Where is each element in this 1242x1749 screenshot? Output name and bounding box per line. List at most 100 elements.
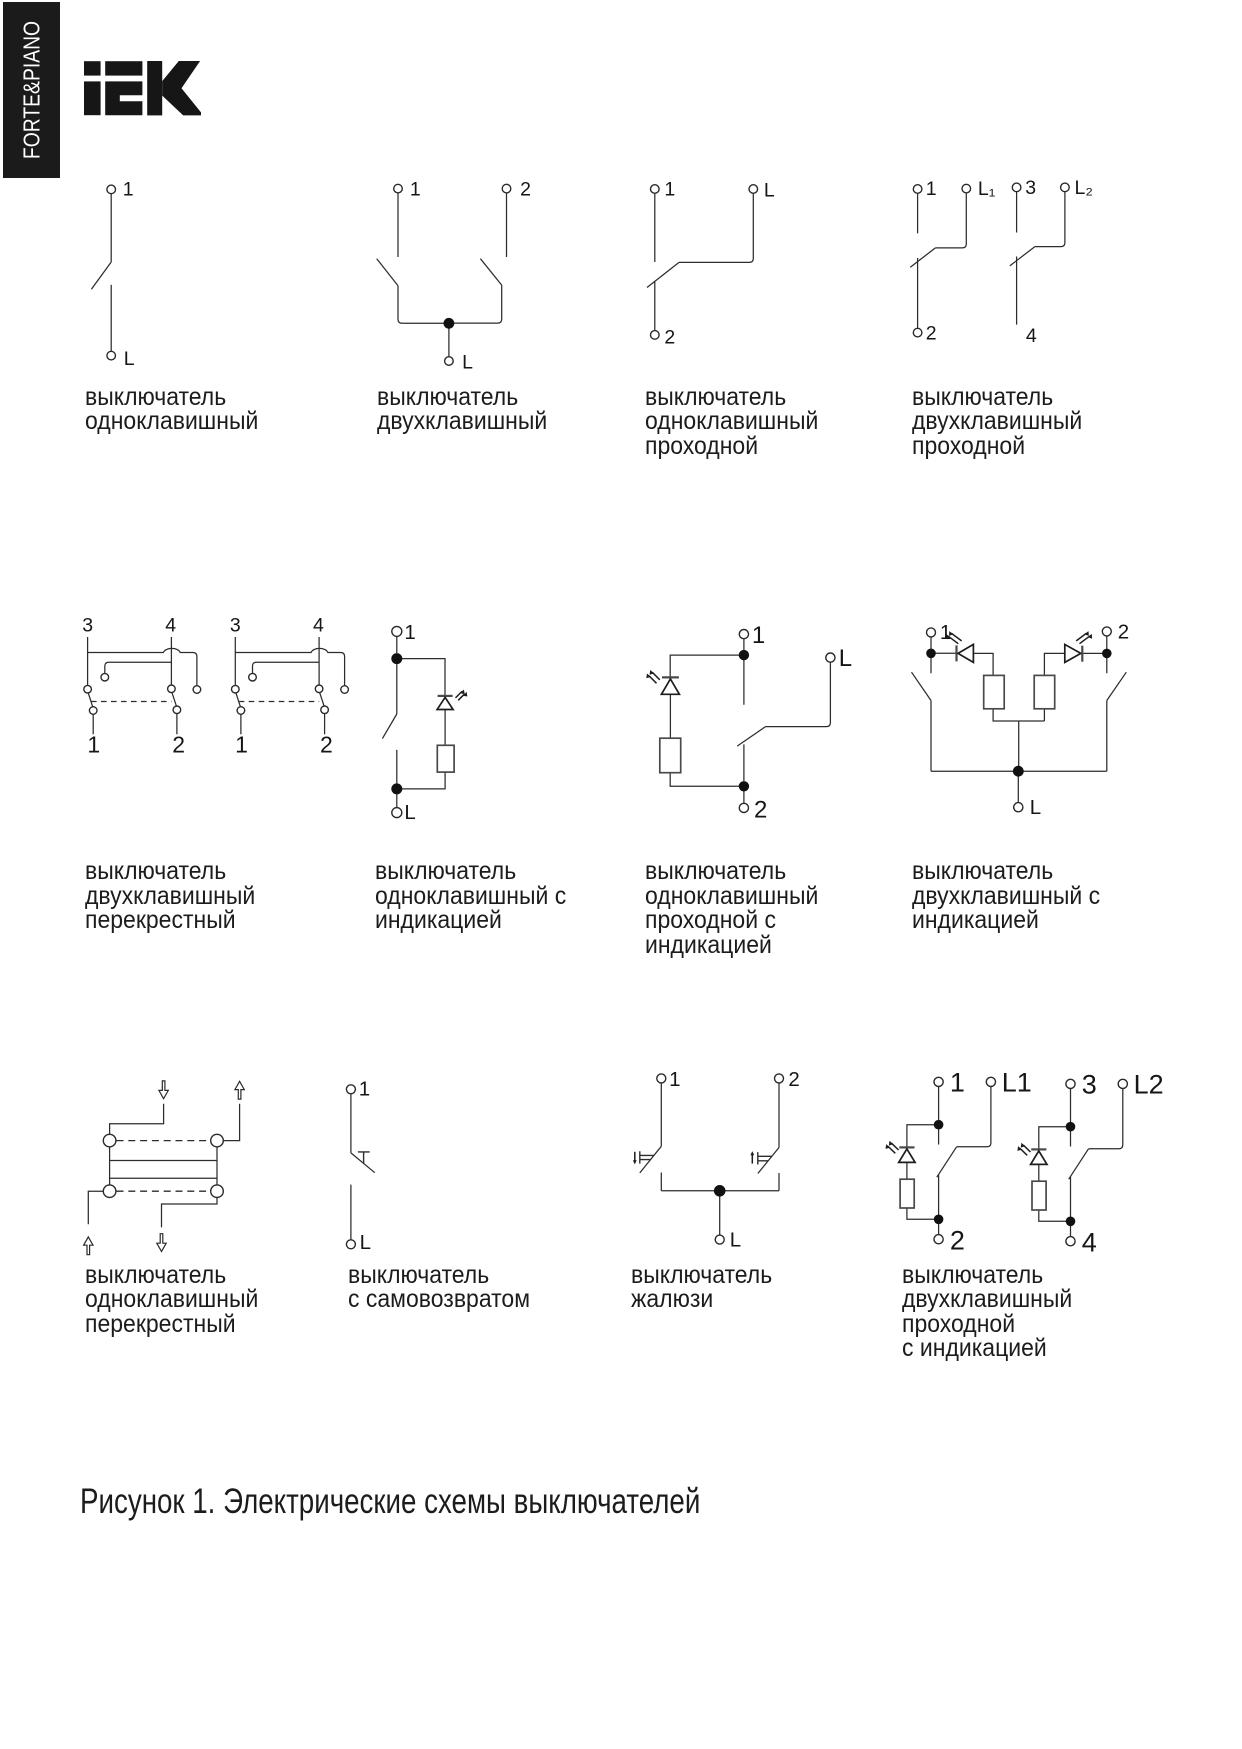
terminal-label: 2 — [664, 327, 675, 349]
wire — [86, 637, 173, 686]
wire — [639, 1082, 662, 1191]
diagram-switch-double-pass-indicator: 1 L1 2 3 L2 4 — [885, 1068, 1164, 1257]
terminal-label: 2 — [172, 731, 185, 757]
terminal-circle — [391, 806, 403, 819]
terminal-circle — [345, 1084, 357, 1095]
wire — [108, 1147, 218, 1185]
junction-dot — [933, 1119, 944, 1130]
terminal-circle — [501, 183, 512, 194]
diagram-switch-single-cross — [82, 1080, 246, 1256]
wire — [171, 692, 178, 735]
terminal-circle — [825, 652, 836, 663]
junction-dot — [391, 783, 403, 795]
wire — [736, 662, 832, 781]
terminal-label: 1 — [235, 731, 248, 757]
actuator-mechanism — [757, 1152, 772, 1165]
wire — [1038, 1126, 1071, 1222]
wire — [910, 636, 932, 772]
terminal-circle — [247, 672, 257, 682]
terminal-circle — [738, 802, 750, 814]
wire — [235, 647, 346, 686]
terminal-circle — [1011, 182, 1022, 193]
led-triangle — [1063, 642, 1083, 664]
junction-dot — [1065, 1216, 1076, 1227]
terminal-label: 1 — [926, 178, 937, 200]
terminal-circle — [166, 684, 176, 694]
caption-switch-momentary: выключатель с самовозвратом — [348, 1260, 531, 1314]
arrow-head-icon — [1087, 633, 1093, 639]
terminal-circle — [345, 1239, 357, 1250]
terminal-circle — [912, 183, 923, 194]
terminal-circle — [192, 685, 202, 695]
arrow-head-icon — [632, 1160, 637, 1165]
led-triangle — [659, 677, 681, 696]
terminal-label: 3 — [1082, 1070, 1097, 1100]
press-up-arrow-icon — [233, 1080, 246, 1100]
terminal-label: 1 — [410, 179, 421, 201]
caption-switch-double-cross: выключатель двухклавишный перекрестный — [85, 857, 256, 935]
terminal-label: 1 — [359, 1077, 370, 1100]
terminal-label: 4 — [313, 614, 324, 636]
iek-logo — [84, 61, 201, 116]
wire — [1106, 636, 1127, 772]
figure-caption: Рисунок 1. Электрические схемы выключате… — [80, 1482, 701, 1521]
wire — [396, 636, 446, 696]
terminal-label: L₂ — [1075, 177, 1093, 199]
caption-switch-single: выключатель одноклавишный — [85, 382, 259, 436]
terminal-circle — [106, 184, 117, 195]
terminal-circle — [230, 684, 240, 694]
wire — [376, 258, 503, 287]
wire — [350, 1093, 376, 1240]
terminal-circle — [102, 1133, 117, 1148]
terminal-label: L — [404, 801, 415, 824]
arrow-head-icon — [1017, 1146, 1022, 1151]
terminal-circle — [236, 706, 246, 716]
terminal-circle — [912, 327, 923, 338]
terminal-label: 2 — [788, 1068, 799, 1091]
wire — [397, 285, 503, 324]
arrow-head-icon — [949, 631, 954, 636]
terminal-label: 4 — [1026, 325, 1037, 347]
caption-switch-single-ind: выключатель одноклавишный с индикацией — [375, 857, 567, 935]
press-down-arrow-icon — [157, 1080, 170, 1100]
terminal-label: 1 — [669, 1068, 680, 1091]
pass-ind-unit-a: 1 L1 2 — [885, 1068, 1032, 1255]
terminal-label: L — [839, 645, 852, 672]
wire — [87, 1190, 104, 1225]
terminal-label: L — [124, 348, 135, 370]
terminal-label: 1 — [950, 1068, 965, 1098]
terminal-circle — [393, 183, 404, 194]
arrow-head-icon — [646, 673, 651, 679]
wire — [661, 1190, 779, 1236]
terminal-circle — [1065, 1078, 1076, 1090]
terminal-circle — [1065, 1235, 1076, 1247]
light-emission-arrow — [947, 632, 963, 645]
terminal-label: 3 — [82, 614, 93, 636]
wire — [909, 192, 967, 329]
terminal-label: 3 — [230, 614, 241, 636]
terminal-circle — [314, 684, 324, 694]
wire — [109, 1159, 217, 1179]
led-triangle — [956, 642, 975, 664]
junction-dot — [443, 317, 455, 329]
terminal-circle — [649, 329, 660, 340]
arrow-head-icon — [885, 1144, 891, 1149]
terminal-circle — [773, 1073, 785, 1084]
terminal-circle — [83, 684, 93, 694]
terminal-circle — [443, 356, 454, 367]
wire — [104, 661, 172, 674]
brand-series-name: FORTE&PIANO — [18, 20, 44, 160]
terminal-label: L — [462, 351, 473, 373]
wire — [87, 692, 94, 735]
diagram-switch-double-cross: 3 4 1 2 3 4 1 2 — [82, 614, 350, 757]
terminal-label: L — [730, 1228, 741, 1251]
terminal-label: L₁ — [978, 178, 996, 200]
terminal-circle — [391, 625, 403, 638]
light-emission-arrow — [648, 671, 661, 684]
terminal-circle — [1013, 801, 1024, 813]
caption-switch-double-pass: выключатель двухклавишный проходной — [912, 382, 1083, 460]
diagram-switch-double-pass: 1 L₁ 3 L₂ 2 4 — [909, 177, 1093, 347]
terminal-circle — [320, 705, 330, 715]
terminal-label: L — [1030, 796, 1041, 819]
terminal-circle — [649, 183, 660, 194]
